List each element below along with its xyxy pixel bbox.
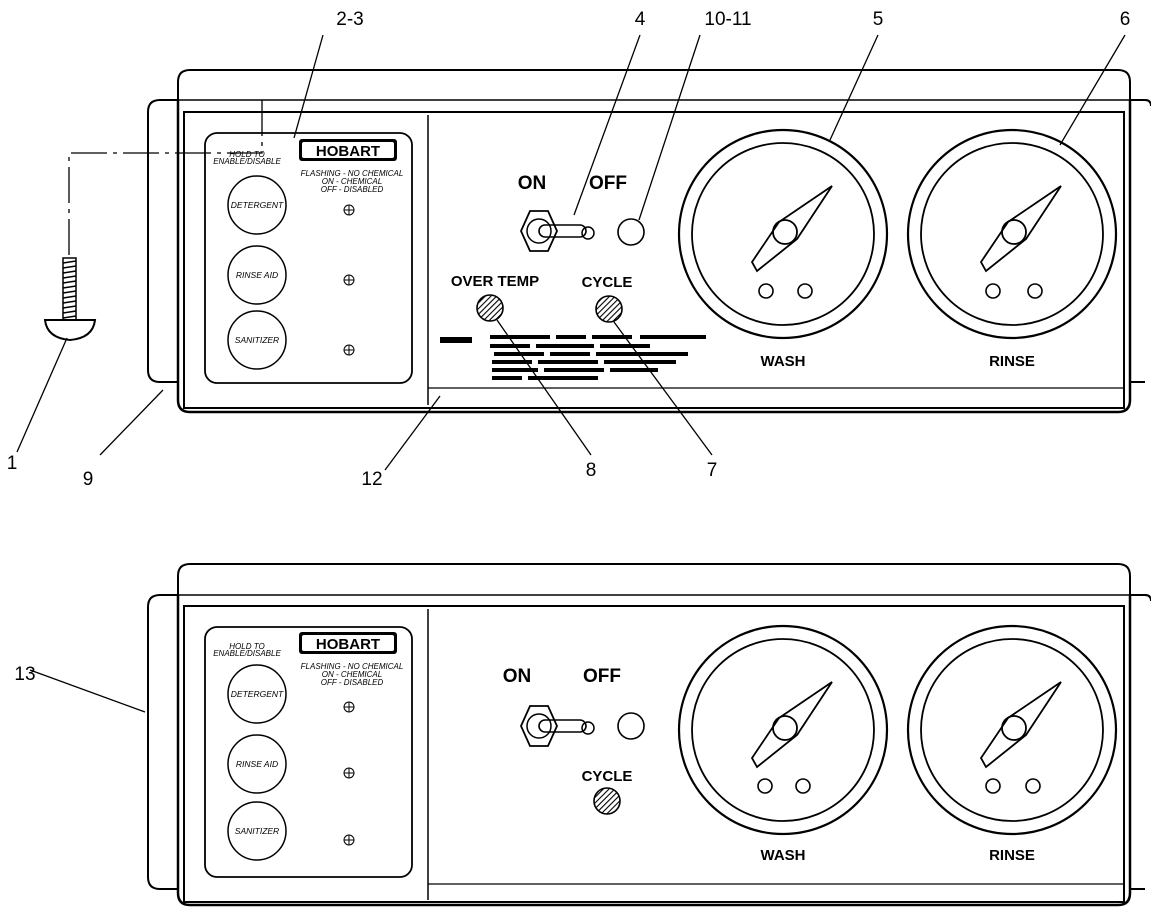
panel-bottom-left-flange [147, 594, 178, 890]
hold-label-line1: HOLD TO [229, 150, 264, 159]
callout-1: 1 [7, 453, 18, 474]
detergent-led [343, 701, 355, 713]
cycle-label: CYCLE [582, 274, 633, 291]
rinse-gauge [906, 624, 1118, 836]
detergent-button[interactable]: DETERGENT [227, 175, 287, 235]
panel-top-frame [176, 100, 1132, 414]
callout-6: 6 [1120, 9, 1131, 30]
switch-off-label: OFF [589, 173, 627, 194]
control-panel-bottom: HOLD TO ENABLE/DISABLE HOBART FLASHING -… [147, 563, 1151, 907]
switch-off-label: OFF [583, 666, 621, 687]
rinse-aid-label: RINSE AID [236, 270, 278, 280]
sanitizer-led [343, 834, 355, 846]
power-indicator-light [617, 218, 645, 246]
sanitizer-label: SANITIZER [235, 335, 279, 345]
callout-7: 7 [707, 460, 718, 481]
detergent-button[interactable]: DETERGENT [227, 664, 287, 724]
screw-exploded-path [68, 100, 263, 255]
hobart-logo-text: HOBART [316, 143, 380, 160]
data-plate-lines [440, 335, 706, 380]
wash-gauge-label: WASH [761, 353, 806, 370]
sanitizer-label: SANITIZER [235, 826, 279, 836]
detergent-label: DETERGENT [231, 689, 284, 699]
wash-gauge-label: WASH [761, 847, 806, 864]
hold-label-line2: ENABLE/DISABLE [213, 649, 281, 658]
rinse-gauge [906, 128, 1118, 340]
power-toggle-switch[interactable] [520, 210, 595, 252]
switch-on-label: ON [503, 666, 532, 687]
cycle-label: CYCLE [582, 768, 633, 785]
over-temp-light [476, 294, 504, 322]
panel-top-cover [177, 69, 1131, 100]
legend-line2: ON - CHEMICAL [322, 670, 382, 679]
rinse-aid-button[interactable]: RINSE AID [227, 734, 287, 794]
detergent-led [343, 204, 355, 216]
rinse-aid-label: RINSE AID [236, 759, 278, 769]
callout-4: 4 [635, 9, 646, 30]
panel-top-face [183, 111, 1125, 409]
chemical-module-bottom [204, 626, 413, 878]
callout-8: 8 [586, 460, 597, 481]
panel-bottom-cover [177, 563, 1131, 595]
panel-top-left-flange [147, 99, 178, 383]
rinse-gauge-label: RINSE [989, 353, 1035, 370]
control-panel-top: HOLD TO ENABLE/DISABLE HOBART FLASHING -… [147, 69, 1151, 414]
callout-9: 9 [83, 469, 94, 490]
sanitizer-led [343, 344, 355, 356]
panel-bottom-face [183, 605, 1125, 903]
chemical-module-top [204, 132, 413, 384]
callout-13: 13 [14, 664, 35, 685]
wash-gauge [677, 624, 889, 836]
hold-label-line2: ENABLE/DISABLE [213, 157, 281, 166]
cycle-light [593, 787, 621, 815]
hobart-logo-text: HOBART [316, 636, 380, 653]
wash-gauge [677, 128, 889, 340]
callout-5: 5 [873, 9, 884, 30]
legend-line3: OFF - DISABLED [321, 678, 384, 687]
rinse-aid-button[interactable]: RINSE AID [227, 245, 287, 305]
detergent-label: DETERGENT [231, 200, 284, 210]
over-temp-label: OVER TEMP [451, 273, 539, 290]
callout-2-3: 2-3 [336, 9, 363, 30]
rinse-gauge-label: RINSE [989, 847, 1035, 864]
sanitizer-button[interactable]: SANITIZER [227, 801, 287, 861]
mounting-screw [43, 257, 97, 342]
callout-10-11: 10-11 [704, 9, 751, 30]
legend-line1: FLASHING - NO CHEMICAL [301, 662, 404, 671]
power-indicator-light [617, 712, 645, 740]
switch-on-label: ON [518, 173, 547, 194]
legend-line2: ON - CHEMICAL [322, 177, 382, 186]
rinse-aid-led [343, 274, 355, 286]
power-toggle-switch[interactable] [520, 705, 595, 747]
panel-bottom-frame [176, 595, 1132, 907]
rinse-aid-led [343, 767, 355, 779]
hold-label-line1: HOLD TO [229, 642, 264, 651]
cycle-light [595, 295, 623, 323]
leader-lines [16, 34, 1126, 713]
legend-line1: FLASHING - NO CHEMICAL [301, 169, 404, 178]
sanitizer-button[interactable]: SANITIZER [227, 310, 287, 370]
callout-12: 12 [361, 469, 382, 490]
legend-line3: OFF - DISABLED [321, 185, 384, 194]
